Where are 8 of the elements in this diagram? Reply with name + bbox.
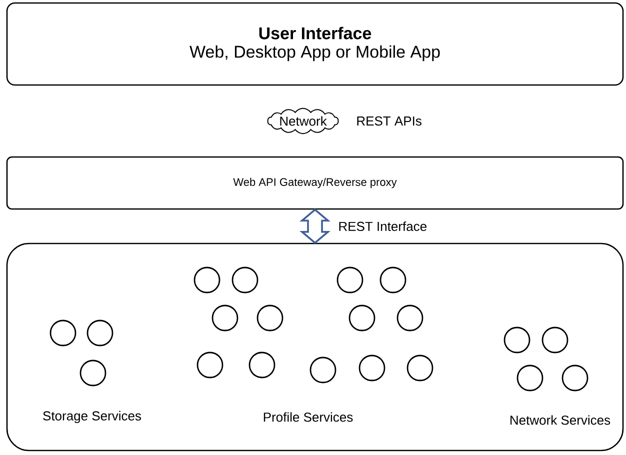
network-cloud: Network: [267, 108, 339, 134]
beside-label: REST APIs: [357, 116, 422, 126]
service-label: Profile Services: [264, 412, 353, 422]
service-label: Network Services: [510, 415, 610, 425]
gateway-box: Web API Gateway/Reverse proxy: [6, 156, 624, 210]
service-label: Storage Services: [43, 410, 141, 424]
edge-label: REST Interface: [337, 220, 428, 232]
interface-box: User Interface Web, Desktop App or Mobile App: [6, 2, 624, 86]
